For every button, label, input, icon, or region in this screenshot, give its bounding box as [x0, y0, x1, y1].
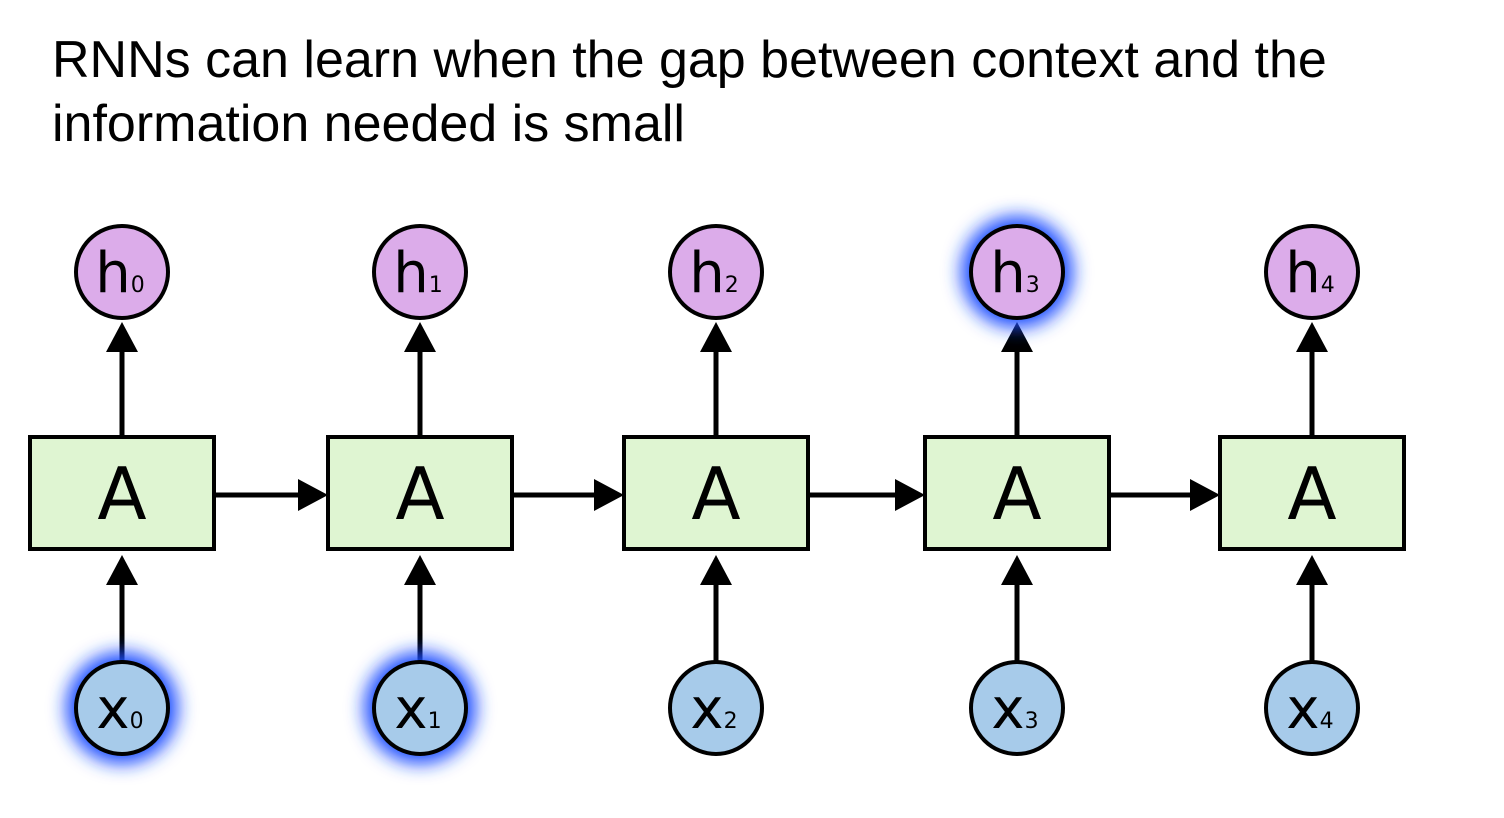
hidden-state-2-label-main: h — [689, 241, 725, 306]
input-node-0-label-subscript: 0 — [130, 709, 144, 734]
input-node-4-circle — [1264, 660, 1360, 756]
hidden-state-0-circle — [74, 224, 170, 320]
input-node-2-label-main: x — [690, 677, 723, 742]
input-node-3-label-subscript: 3 — [1025, 709, 1039, 734]
input-node-1-circle — [372, 660, 468, 756]
output-arrow-2-head — [700, 322, 732, 352]
input-node-1-label: x1 — [394, 677, 441, 742]
input-node-0-circle — [74, 660, 170, 756]
slide-title-line-1: RNNs can learn when the gap between cont… — [52, 31, 1327, 89]
hidden-state-2-label: h2 — [689, 241, 739, 306]
hidden-state-4-label: h4 — [1285, 241, 1335, 306]
hidden-state-0-label-main: h — [95, 241, 131, 306]
rnn-cell-4-label: A — [1287, 452, 1336, 536]
rnn-cell-0-label: A — [97, 452, 146, 536]
rnn-cell-3 — [923, 435, 1111, 551]
output-arrow-3-head — [1001, 322, 1033, 352]
input-node-1-label-main: x — [394, 677, 427, 742]
rnn-cell-0 — [28, 435, 216, 551]
slide-title-line-2: information needed is small — [52, 95, 685, 153]
input-arrow-3-head — [1001, 555, 1033, 585]
output-arrow-4-head — [1296, 322, 1328, 352]
input-node-0-label-main: x — [96, 677, 129, 742]
hidden-state-1-circle — [372, 224, 468, 320]
hidden-state-1-label-subscript: 1 — [429, 273, 443, 298]
rnn-cell-4 — [1218, 435, 1406, 551]
input-node-3-label: x3 — [991, 677, 1038, 742]
input-node-2-label-subscript: 2 — [724, 709, 738, 734]
output-arrow-0-head — [106, 322, 138, 352]
input-node-2-label: x2 — [690, 677, 737, 742]
input-node-0-label: x0 — [96, 677, 143, 742]
rnn-cell-1 — [326, 435, 514, 551]
hidden-state-3-label: h3 — [990, 241, 1040, 306]
hidden-state-3-label-subscript: 3 — [1026, 273, 1040, 298]
input-node-4-label: x4 — [1286, 677, 1333, 742]
rnn-cell-2-label: A — [691, 452, 740, 536]
hidden-state-4-circle — [1264, 224, 1360, 320]
output-arrow-1-head — [404, 322, 436, 352]
recurrent-arrow-2-head — [895, 479, 925, 511]
input-node-1-label-subscript: 1 — [428, 709, 442, 734]
hidden-state-3-label-main: h — [990, 241, 1026, 306]
recurrent-arrow-1-head — [594, 479, 624, 511]
input-arrow-4-head — [1296, 555, 1328, 585]
hidden-state-1-label-main: h — [393, 241, 429, 306]
hidden-state-2-label-subscript: 2 — [725, 273, 739, 298]
hidden-state-0-label-subscript: 0 — [131, 273, 145, 298]
recurrent-arrow-0-head — [298, 479, 328, 511]
hidden-state-0-label: h0 — [95, 241, 145, 306]
input-arrow-1-head — [404, 555, 436, 585]
input-node-3-label-main: x — [991, 677, 1024, 742]
hidden-state-1-label: h1 — [393, 241, 443, 306]
rnn-cell-3-label: A — [992, 452, 1041, 536]
rnn-cell-1-label: A — [395, 452, 444, 536]
hidden-state-4-label-main: h — [1285, 241, 1321, 306]
hidden-state-2-circle — [668, 224, 764, 320]
recurrent-arrow-3-head — [1190, 479, 1220, 511]
input-arrow-2-head — [700, 555, 732, 585]
input-node-3-circle — [969, 660, 1065, 756]
hidden-state-4-label-subscript: 4 — [1321, 273, 1335, 298]
input-node-4-label-subscript: 4 — [1320, 709, 1334, 734]
input-node-4-label-main: x — [1286, 677, 1319, 742]
hidden-state-3-circle — [969, 224, 1065, 320]
input-arrow-0-head — [106, 555, 138, 585]
slide-title: RNNs can learn when the gap between cont… — [52, 28, 1452, 156]
input-node-2-circle — [668, 660, 764, 756]
